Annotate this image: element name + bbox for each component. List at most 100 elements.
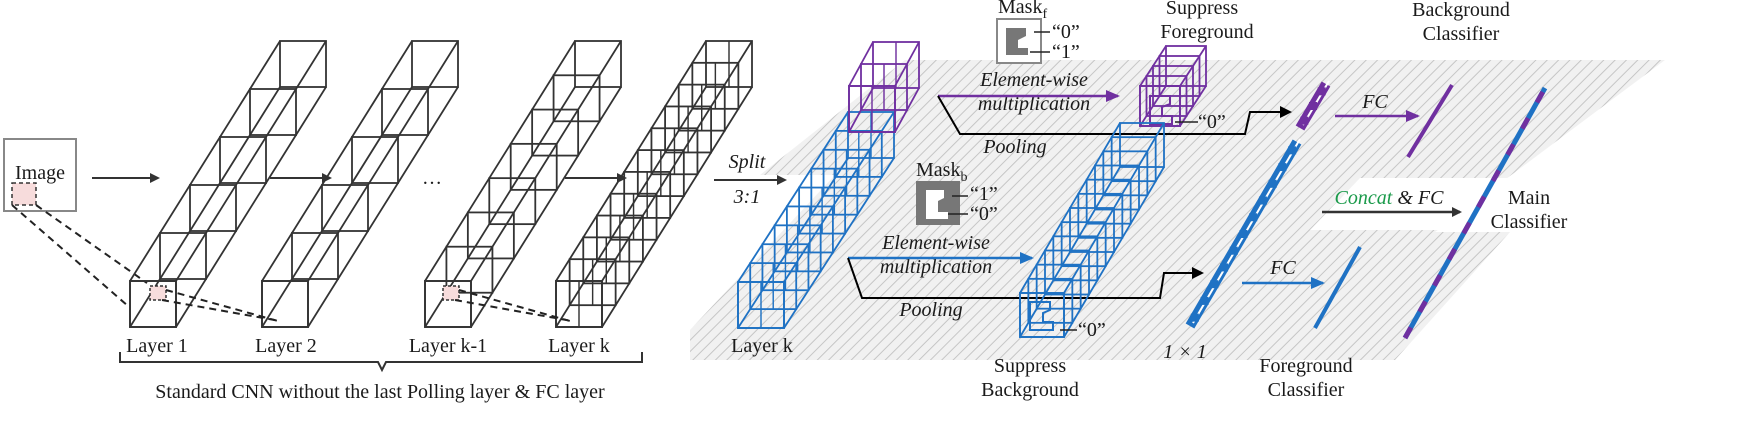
bg-suppressed-vector (1185, 138, 1302, 329)
mask-b-value-bottom: “0” (970, 203, 998, 225)
receptive-field-line (161, 299, 281, 322)
prism-edge (601, 86, 753, 328)
prism-section (1069, 207, 1115, 253)
suppress-fg-line2: Foreground (1160, 21, 1253, 43)
mask-b-value-top: “1” (970, 183, 998, 205)
prism-edge (737, 111, 849, 283)
prism-edge (783, 111, 895, 283)
image-label: Image (15, 162, 65, 184)
bg-suppressed-vector-cell (1200, 296, 1209, 305)
prism-section (219, 136, 267, 184)
patch-link-line (11, 204, 129, 307)
prism-front (424, 280, 472, 328)
mask-f-icon (1006, 28, 1028, 55)
prism-section (261, 280, 309, 328)
prism-section (1077, 192, 1124, 239)
main-classifier-line2: Classifier (1491, 211, 1568, 233)
elementwise-bottom-line2: multiplication (880, 256, 992, 278)
pooling-top-arrow (937, 95, 1292, 135)
prism-front (737, 281, 785, 329)
layer-k-split-label: Layer k (731, 335, 793, 357)
prism-section (291, 232, 339, 280)
prism-edge (307, 40, 459, 282)
prism-front (1019, 292, 1065, 338)
elementwise-bottom-line1: Element-wise (881, 232, 990, 254)
prism-edge (261, 86, 413, 328)
split-label: Split (729, 151, 766, 173)
curly-brace (119, 352, 643, 373)
mask-b-label: Maskb (916, 159, 967, 185)
suppress-fg-zero: “0” (1198, 111, 1226, 133)
prism-edge (470, 40, 622, 282)
elementwise-top-line1: Element-wise (979, 69, 1088, 91)
layer-label-k-1: Layer k-1 (409, 335, 487, 357)
prism-section (1094, 164, 1140, 211)
receptive-field-line (165, 289, 279, 322)
fg-suppressed-vector-cell (1317, 87, 1326, 96)
mask-f-box (996, 18, 1042, 64)
bg-classifier-bar (1406, 83, 1454, 159)
receptive-field-line (454, 299, 573, 322)
bg-suppressed-vector-cell (1220, 263, 1229, 272)
bg-classifier-line1: Background (1412, 0, 1510, 21)
fc-bottom-label: FC (1269, 257, 1296, 279)
prism-section (1110, 136, 1157, 183)
prism-section (1165, 45, 1207, 87)
suppress-bg-mask-icon (1029, 301, 1054, 331)
prism-edge (307, 86, 459, 328)
one-by-one-label: 1 × 1 (1163, 341, 1207, 363)
prism-front (1139, 85, 1181, 127)
receptive-field-line (458, 289, 571, 322)
prism-edge (470, 86, 622, 328)
prism-section (1044, 249, 1090, 296)
pooled-feature-vectors (1185, 80, 1331, 329)
prism-section (1119, 122, 1165, 168)
suppress-fg-mask-icon (1149, 95, 1173, 125)
pooling-top-label: Pooling (982, 136, 1046, 158)
prism-section (279, 40, 327, 88)
mask-f-label: Maskf (998, 0, 1047, 22)
suppress-foreground-block (1139, 45, 1207, 127)
prism-section (1060, 221, 1107, 268)
receptive-field (442, 285, 460, 301)
prism-edge (555, 86, 707, 328)
prism-edge (555, 40, 707, 282)
concat-fc-label: Concat & FC (1335, 187, 1445, 209)
bg-suppressed-vector-cell (1190, 313, 1199, 322)
layer-label-1: Layer 1 (126, 335, 188, 357)
mask-f-value-top: “0” (1052, 21, 1080, 43)
suppress-bg-line1: Suppress (994, 355, 1066, 377)
bg-suppressed-vector-cell (1268, 179, 1277, 188)
prism-edge (424, 40, 576, 282)
bg-suppressed-vector-cell (1258, 196, 1267, 205)
prism-edge (261, 40, 413, 282)
prism-section (445, 245, 494, 294)
fg-suppressed-vector-cell (1309, 102, 1317, 110)
elementwise-top-line2: multiplication (978, 93, 1090, 115)
prism-section (488, 177, 537, 226)
bg-suppressed-vector-cell (1288, 146, 1297, 155)
suppress-fg-line1: Suppress (1166, 0, 1238, 19)
prism-section (411, 40, 459, 88)
patch-link-line (35, 204, 148, 284)
image-patch (11, 182, 37, 206)
receptive-field (149, 285, 167, 301)
mask-b-icon (926, 190, 948, 219)
bg-classifier-line2: Classifier (1423, 23, 1500, 45)
prism-section (466, 211, 515, 260)
fg-classifier-bar (1313, 246, 1362, 329)
prism-front (555, 280, 603, 328)
prism-section (574, 40, 622, 88)
suppress-background-block (1019, 122, 1165, 338)
prism-front (848, 85, 896, 133)
fg-suppressed-vector (1295, 80, 1331, 131)
prism-section (552, 74, 601, 123)
layer-label-2: Layer 2 (255, 335, 317, 357)
prism-edge (129, 40, 281, 282)
main-classifier-line1: Main (1508, 187, 1550, 209)
prism-section (1085, 178, 1132, 225)
prism-section (381, 88, 429, 136)
fg-classifier-line2: Classifier (1268, 379, 1345, 401)
